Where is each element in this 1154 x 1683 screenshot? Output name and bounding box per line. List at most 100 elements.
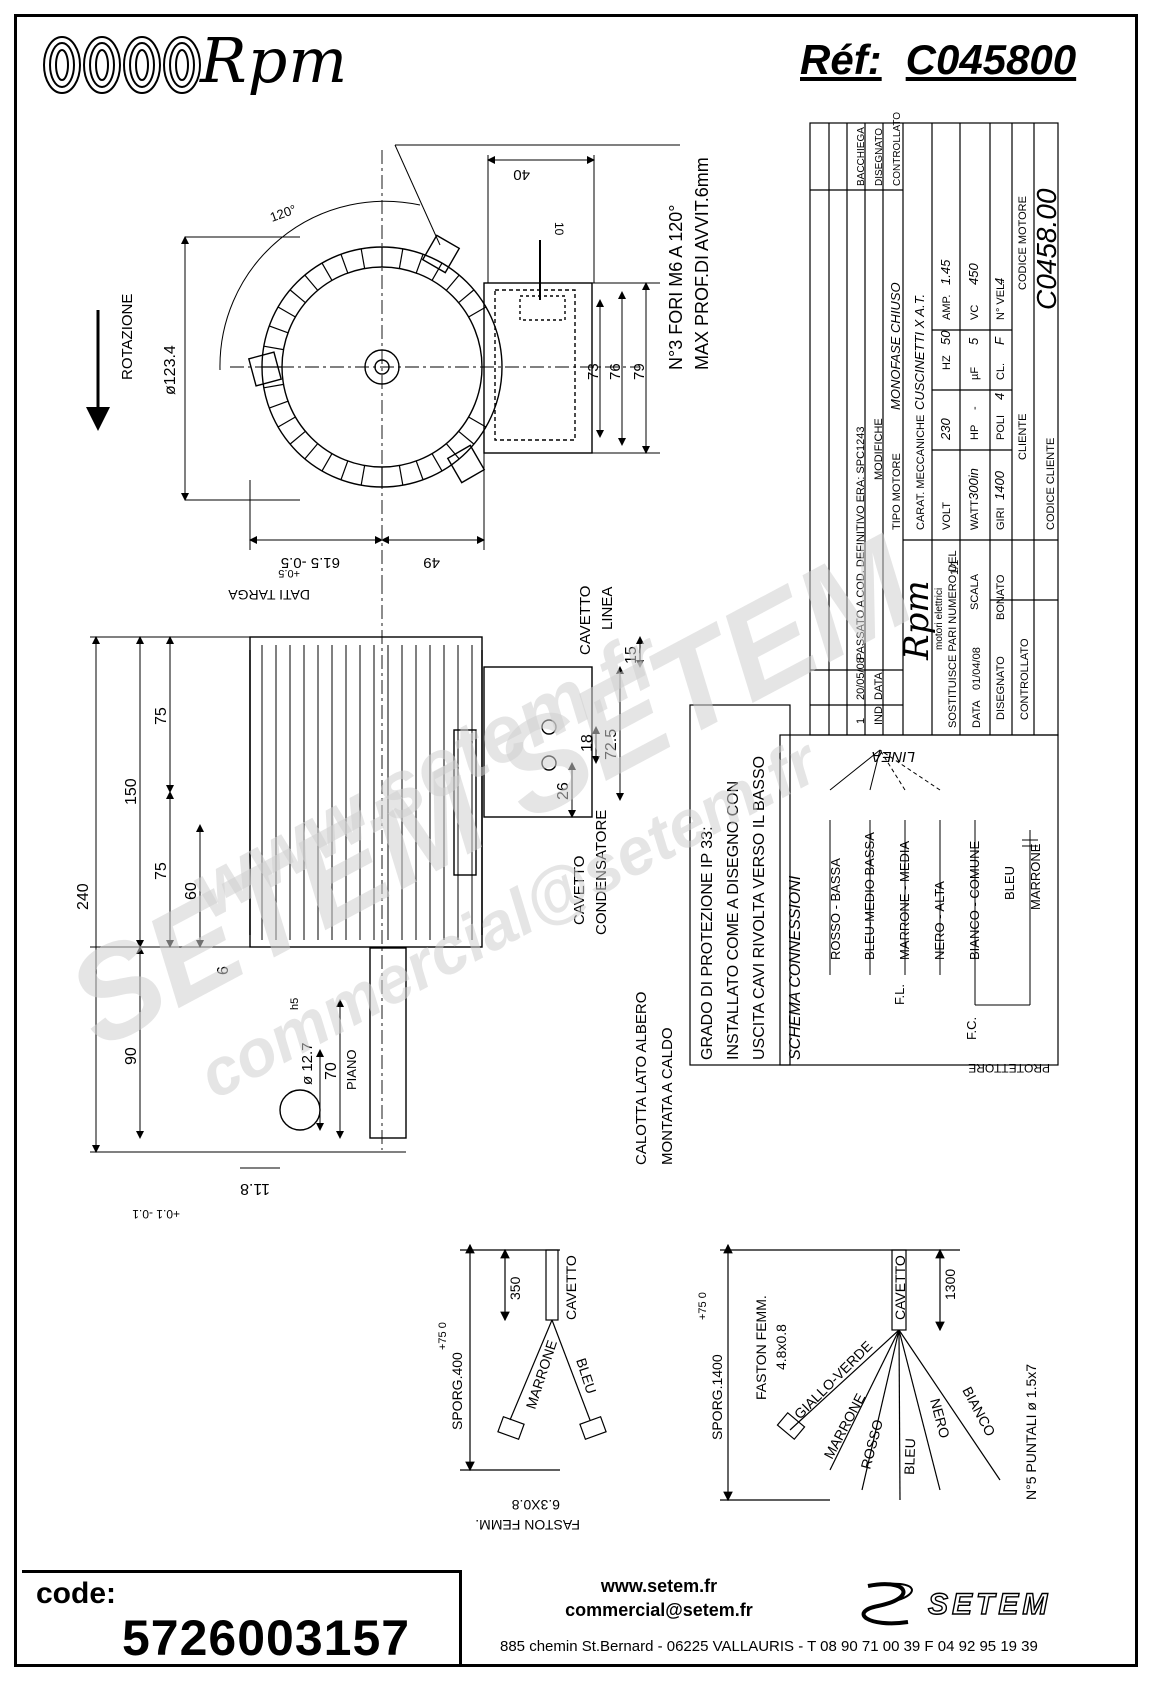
cable-left-350: 350: [507, 1276, 523, 1300]
cable-left-labels: CAVETTO 350 SPORG.400 +75 0 MARRONE BLEU…: [437, 1255, 600, 1533]
cable-right-faston: FASTON FEMM.: [753, 1295, 769, 1400]
cable-left-sporg: SPORG.400: [449, 1352, 465, 1430]
wire-2: BLEU-MEDIO BASSA: [862, 832, 877, 960]
wire-4: NERO - ALTA: [932, 881, 947, 960]
cable-left: [460, 1243, 607, 1472]
cable-right-wire-1: GIALLO-VERDE: [791, 1338, 875, 1422]
disegnato-sig: DISEGNATO: [874, 128, 885, 186]
cooling-fin: [360, 248, 366, 269]
protettore-label: PROTETTORE: [968, 1061, 1050, 1075]
nvel-value: 4: [992, 278, 1007, 285]
cable-right-faston-size: 4.8x0.8: [773, 1324, 789, 1370]
wire-5: BIANCO - COMUNE: [967, 841, 982, 961]
rev-ind: IND: [873, 706, 885, 725]
side-view-labels: 240 150 75 75 60 6 90 ø 12.7 h5 70 PIANO…: [75, 586, 676, 1221]
cavetto-linea-2: LINEA: [599, 587, 616, 630]
drawing-frame: [14, 14, 1138, 1667]
cooling-fin: [468, 416, 487, 428]
carat-label: CARAT. MECCANICHE: [915, 415, 927, 530]
setem-logo: SETEM: [861, 1582, 1051, 1626]
poli-label: POLI: [995, 415, 1007, 440]
cable-left-faston-size: 6.3X0.8: [512, 1497, 560, 1513]
footer-website[interactable]: www.setem.fr: [600, 1576, 718, 1596]
cable-right-sporg-tol: +75 0: [697, 1292, 709, 1320]
cable-right-wire-4: BLEU: [901, 1438, 918, 1475]
dim-90: 90: [123, 1047, 140, 1065]
cable-left-faston: FASTON FEMM.: [475, 1517, 580, 1533]
cl-label: CL.: [995, 363, 1007, 380]
end-view: [219, 150, 640, 580]
cooling-fin: [263, 345, 284, 351]
cooling-fin: [431, 262, 443, 281]
tipo-motore-value: MONOFASE CHIUSO: [888, 282, 903, 410]
bacchega: BACCHIEGA: [856, 127, 867, 186]
end-view-labels: ROTAZIONE ø123.4 120° N°3 FORI M6 A 120°…: [119, 157, 712, 579]
cooling-fin: [304, 274, 319, 291]
cooling-fin: [458, 430, 475, 445]
cliente-label: CLIENTE: [1017, 414, 1029, 460]
cable-right-wire-5: NERO: [927, 1397, 953, 1440]
calotta-2: MONTATA A CALDO: [659, 1027, 676, 1165]
tb-data-value: 01/04/08: [971, 647, 983, 690]
volt-value: 230: [938, 418, 953, 441]
rpm-logo-coils: [43, 36, 201, 94]
ip-line-1: GRADO DI PROTEZIONE IP 33:: [699, 826, 716, 1060]
schema-linea: LINEA: [872, 748, 915, 765]
dim-6: 6: [215, 966, 232, 975]
rev-1-date: 20/05/08: [855, 657, 867, 700]
cooling-fin: [415, 254, 424, 274]
carat-value: CUSCINETTI X A.T.: [912, 294, 927, 410]
dim-725: 72.5: [603, 729, 620, 760]
ref-value: C045800: [905, 36, 1077, 83]
calotta-1: CALOTTA LATO ALBERO: [633, 992, 650, 1165]
ip-note: GRADO DI PROTEZIONE IP 33: INSTALLATO CO…: [689, 704, 791, 1066]
ref-label: Réf:: [800, 36, 882, 83]
watermark: www.setem.fr SETEM SETEM commercial@sete…: [45, 507, 939, 1112]
tb-controllato-label: CONTROLLATO: [1019, 638, 1031, 720]
holes-note-1: N°3 FORI M6 A 120°: [666, 205, 686, 370]
dim-15: 15: [623, 646, 640, 664]
dim-118-tol: +0.1 -0.1: [132, 1207, 180, 1221]
cooling-fin: [321, 453, 333, 472]
setem-wordmark: SETEM: [928, 1588, 1051, 1621]
tb-company: Rpm: [897, 580, 937, 661]
code-box: code: 5726003157: [22, 1570, 462, 1666]
watt-value: 300in: [966, 468, 981, 500]
tb-scala-label: SCALA: [969, 573, 981, 610]
ip-line-2: INSTALLATO COME A DISEGNO CON: [725, 781, 742, 1060]
cooling-fin: [340, 254, 349, 274]
amp-value: 1.45: [938, 259, 953, 285]
cooling-fin: [289, 289, 306, 304]
cable-right-cavetto: CAVETTO: [892, 1255, 908, 1320]
ip-line-3: USCITA CAVI RIVOLTA VERSO IL BASSO: [751, 756, 768, 1060]
wire-3: MARRONE - MEDIA: [897, 841, 912, 961]
cavetto-cond-2: CONDENSATORE: [593, 810, 610, 935]
giri-label: GIRI: [995, 507, 1007, 530]
dim-75a: 75: [153, 707, 170, 725]
code-label: code:: [36, 1577, 117, 1610]
brand-title: Rpm: [200, 24, 349, 97]
vc-value: 450: [966, 263, 981, 285]
diameter-label: ø123.4: [162, 345, 179, 395]
cooling-fin: [269, 325, 289, 334]
fc-label: F.C.: [964, 1017, 979, 1040]
piano-label: PIANO: [344, 1050, 359, 1090]
tb-data-label: DATA: [971, 700, 983, 728]
cooling-fin: [304, 443, 319, 460]
cooling-fin: [360, 465, 366, 486]
cooling-fin: [458, 289, 475, 304]
footer-email[interactable]: commercial@setem.fr: [565, 1600, 753, 1620]
dim-60: 60: [183, 882, 200, 900]
dim-70: 70: [323, 1062, 340, 1080]
reference: Réf: C045800: [800, 36, 1100, 84]
cl-value: F: [992, 336, 1007, 345]
giri-value: 1400: [992, 470, 1007, 500]
volt-label: VOLT: [941, 502, 953, 530]
title-block: [809, 122, 1059, 736]
cooling-fin: [340, 460, 349, 480]
end-view-dimensions: [86, 144, 680, 550]
dim-615-tol: +0.5: [278, 567, 300, 579]
cavetto-cond-1: CAVETTO: [571, 856, 588, 925]
dim-18: 18: [579, 734, 596, 752]
